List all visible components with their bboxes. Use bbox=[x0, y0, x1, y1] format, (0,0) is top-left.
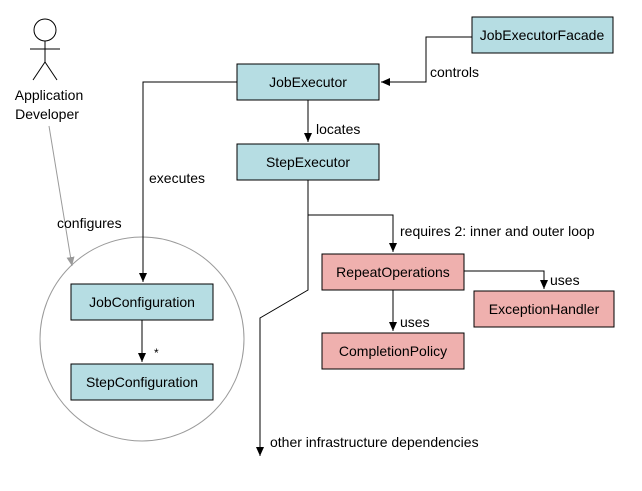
configures-arrow bbox=[48, 125, 75, 267]
uses-exception-arrow bbox=[464, 270, 548, 289]
other-deps-arrow bbox=[256, 215, 309, 456]
multiplicity-label: * bbox=[154, 346, 159, 360]
executes-label: executes bbox=[149, 170, 205, 186]
requires-arrow bbox=[307, 180, 397, 252]
actor-label-line2: Developer bbox=[15, 106, 79, 122]
exception-handler-label: ExceptionHandler bbox=[489, 301, 600, 317]
job-executor-label: JobExecutor bbox=[269, 74, 347, 90]
step-executor-label: StepExecutor bbox=[266, 154, 350, 170]
configuration-group-circle bbox=[39, 236, 245, 442]
uses-exception-label: uses bbox=[550, 272, 580, 288]
exception-handler-node: ExceptionHandler bbox=[473, 290, 615, 328]
job-executor-facade-node: JobExecutorFacade bbox=[471, 16, 614, 54]
completion-policy-label: CompletionPolicy bbox=[339, 343, 447, 359]
configures-label: configures bbox=[57, 215, 122, 231]
job-executor-node: JobExecutor bbox=[236, 63, 380, 101]
job-executor-facade-label: JobExecutorFacade bbox=[480, 27, 605, 43]
controls-arrow bbox=[381, 36, 472, 86]
locates-label: locates bbox=[316, 121, 360, 137]
actor-icon bbox=[30, 18, 60, 81]
executes-arrow bbox=[139, 81, 237, 282]
other-deps-label: other infrastructure dependencies bbox=[270, 434, 479, 450]
step-executor-node: StepExecutor bbox=[236, 143, 380, 181]
controls-label: controls bbox=[430, 64, 479, 80]
completion-policy-node: CompletionPolicy bbox=[321, 332, 465, 370]
requires-label: requires 2: inner and outer loop bbox=[400, 223, 595, 239]
step-configuration-label: StepConfiguration bbox=[86, 374, 198, 390]
job-configuration-label: JobConfiguration bbox=[89, 294, 195, 310]
actor-label-line1: Application bbox=[15, 87, 84, 103]
repeat-operations-label: RepeatOperations bbox=[336, 264, 450, 280]
uses-completion-label: uses bbox=[400, 314, 430, 330]
step-configuration-node: StepConfiguration bbox=[70, 363, 214, 401]
job-configuration-node: JobConfiguration bbox=[70, 283, 214, 321]
repeat-operations-node: RepeatOperations bbox=[321, 253, 465, 291]
